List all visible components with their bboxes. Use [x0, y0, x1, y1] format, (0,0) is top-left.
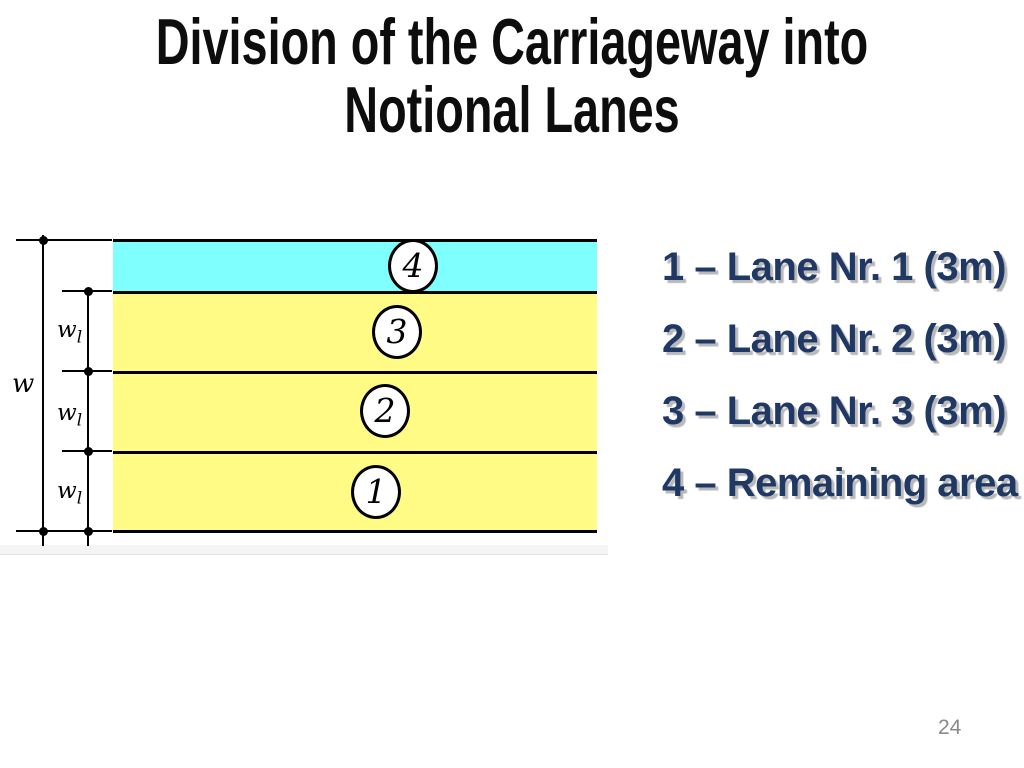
page-number: 24: [938, 716, 962, 739]
lane-circle-4: 4: [388, 239, 438, 293]
lane-circle-1: 1: [351, 465, 401, 519]
legend-item-lane-3: 3 – Lane Nr. 3 (3m): [662, 389, 1006, 433]
lane-width-label: wl: [57, 317, 83, 348]
band-separator: [113, 451, 597, 454]
lane-circle-2: 2: [360, 384, 410, 438]
lane-circle-3: 3: [372, 305, 422, 359]
legend-item-lane-2: 2 – Lane Nr. 2 (3m): [662, 317, 1006, 361]
dimension-dot: [84, 527, 93, 536]
dimension-dot: [84, 447, 93, 456]
total-width-label: w: [12, 369, 35, 399]
carriageway-diagram: [113, 239, 597, 533]
dimension-dot: [84, 367, 93, 376]
band-separator: [113, 291, 597, 294]
diagram-image-edge: [0, 545, 608, 555]
slide-title-line-1: Division of the Carriageway into: [155, 5, 869, 78]
band-border-bottom: [113, 530, 597, 533]
band-lane-3: [113, 294, 597, 371]
legend-item-remaining-area: 4 – Remaining area: [662, 461, 1018, 505]
legend-item-lane-1: 1 – Lane Nr. 1 (3m): [662, 245, 1006, 289]
lane-width-label: wl: [57, 400, 83, 431]
dimension-dot: [84, 287, 93, 296]
dimension-dot: [39, 527, 48, 536]
dimension-line-lane-widths: [87, 288, 89, 546]
slide-title-line-2: Notional Lanes: [344, 73, 680, 146]
dimension-tick: [16, 530, 112, 532]
lane-width-label: wl: [57, 478, 83, 509]
dimension-tick: [16, 239, 112, 241]
legend: 1 – Lane Nr. 1 (3m) 2 – Lane Nr. 2 (3m) …: [662, 244, 1018, 532]
dimension-dot: [39, 236, 48, 245]
slide-title: Division of the Carriageway into Notiona…: [0, 8, 1024, 144]
band-border-top: [113, 239, 597, 242]
band-lane-2: [113, 374, 597, 451]
band-remaining-area: [113, 242, 597, 291]
dimension-line-total-width: [42, 235, 44, 546]
band-separator: [113, 371, 597, 374]
